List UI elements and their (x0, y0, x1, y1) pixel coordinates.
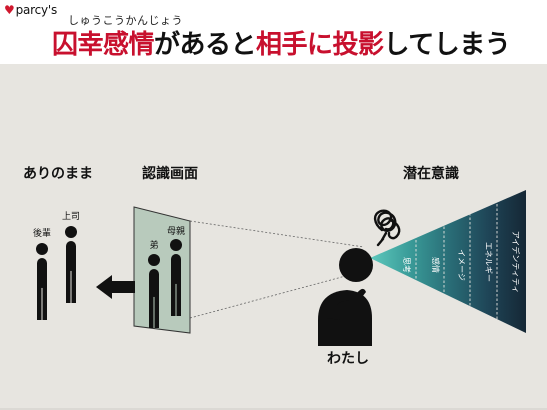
title-ruby: しゅうこうかんじょう (68, 14, 183, 27)
label-subconscious: 潜在意識 (403, 165, 459, 182)
cone-label-identity: アイデンティティ (511, 231, 521, 294)
heart-icon: ♥ (4, 3, 15, 17)
recognition-screen (133, 206, 191, 334)
cone-label-energy: エネルギー (484, 242, 493, 282)
header: ♥parcy's しゅうこうかんじょう 囚幸感情があると相手に投影してしまう (0, 0, 547, 64)
figure-mother (170, 239, 182, 316)
cone-labels: 思考 感情 イメージ エネルギー アイデンティティ (402, 231, 521, 294)
thinking-person (318, 248, 373, 346)
cone-label-image: イメージ (457, 249, 466, 281)
figure-boss (65, 226, 77, 303)
label-reality: ありのまま (23, 166, 93, 182)
label-junior: 後輩 (33, 227, 51, 239)
cone-label-emotion: 感情 (431, 257, 441, 273)
brand-logo: ♥parcy's (4, 3, 57, 17)
label-brother: 弟 (149, 239, 158, 251)
cone-label-thought: 思考 (402, 257, 411, 273)
title-text-a: があると (154, 30, 257, 60)
left-arrow-icon (96, 275, 135, 299)
label-mother: 母親 (167, 225, 185, 237)
page-title: 囚幸感情があると相手に投影してしまう (52, 24, 511, 61)
projection-lines (189, 220, 365, 319)
figure-junior (36, 243, 48, 320)
tangled-thought-icon (373, 209, 401, 247)
brand-name: parcy's (15, 3, 58, 17)
title-text-b: してしまう (383, 30, 511, 60)
label-boss: 上司 (62, 211, 80, 222)
title-keyword-2: 相手に投影 (256, 30, 384, 60)
label-me: わたし (327, 351, 369, 367)
title-keyword: 囚幸感情 (52, 30, 155, 60)
label-recognition-screen: 認識画面 (142, 165, 198, 182)
figure-brother (148, 254, 160, 328)
